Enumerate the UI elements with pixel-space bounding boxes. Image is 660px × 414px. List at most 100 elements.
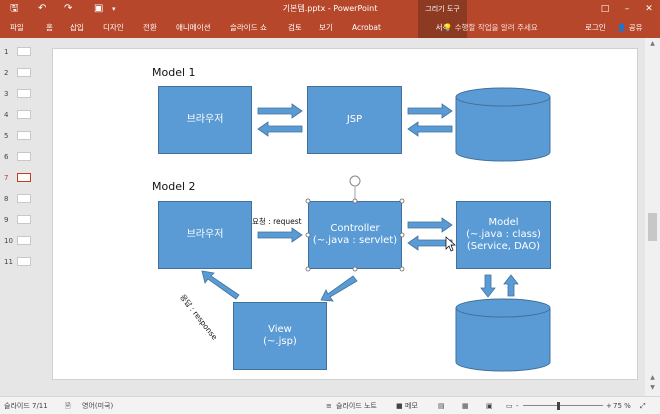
thumb-number: 5 [4, 132, 9, 140]
person-icon: 👤 [617, 23, 627, 32]
slideshow-view-icon[interactable]: ▭ [506, 402, 513, 410]
zoom-slider-knob[interactable] [557, 402, 560, 410]
thumb-number: 3 [4, 90, 9, 98]
thumb-number: 4 [4, 111, 9, 119]
thumb-preview [17, 257, 31, 266]
thumb-number: 2 [4, 69, 9, 77]
model-label-2: (~.java : class) [466, 229, 541, 240]
ribbon-tabs: 파일 홈 삽입 디자인 전환 애니메이션 슬라이드 쇼 검토 보기 Acroba… [0, 18, 660, 38]
slideshow-start-icon[interactable]: ▣ [94, 3, 104, 14]
model-label-1: Model [488, 217, 519, 228]
m1-db-label-wrap: DB [456, 102, 550, 154]
thumb-preview [17, 152, 31, 161]
thumb-preview [17, 131, 31, 140]
m1-jsp-box[interactable]: JSP [307, 86, 402, 154]
m1-browser-box[interactable]: 브라우저 [158, 86, 252, 154]
slide-thumb-4[interactable]: 4 [0, 107, 44, 123]
normal-view-icon[interactable]: ▤ [438, 402, 445, 410]
title-bar: 🖫 ↶ ↷ ▣ ▾ 기본템.pptx - PowerPoint 그리기 도구 □… [0, 0, 660, 18]
controller-label-2: (~.java : servlet) [312, 235, 398, 246]
customize-quick-access-icon[interactable]: ▾ [112, 5, 116, 13]
notes-icon[interactable]: ≡ [326, 402, 332, 410]
thumb-number: 8 [4, 195, 9, 203]
slide-thumb-2[interactable]: 2 [0, 65, 44, 81]
tab-design[interactable]: 디자인 [103, 23, 124, 32]
tab-slideshow[interactable]: 슬라이드 쇼 [230, 23, 267, 32]
scroll-up-icon[interactable]: ▲ [650, 40, 655, 47]
view-label-2: (~.jsp) [263, 336, 297, 347]
zoom-out-button[interactable]: - [516, 402, 519, 410]
thumb-preview [17, 173, 31, 182]
tab-animations[interactable]: 애니메이션 [176, 23, 211, 32]
tab-format[interactable]: 서식 [418, 18, 467, 38]
tab-review[interactable]: 검토 [288, 23, 302, 32]
m2-browser-box[interactable]: 브라우저 [158, 201, 252, 269]
zoom-slider[interactable] [523, 405, 603, 406]
slide-sorter-icon[interactable]: ▦ [462, 402, 469, 410]
minimize-icon[interactable]: – [624, 4, 630, 14]
m2-db-label: DB [495, 343, 511, 354]
prev-slide-icon[interactable]: ▲ [650, 374, 655, 381]
m1-browser-label: 브라우저 [186, 114, 224, 125]
slide-thumb-9[interactable]: 9 [0, 212, 44, 228]
comments-icon[interactable]: ■ [396, 402, 403, 410]
tab-transitions[interactable]: 전환 [143, 23, 157, 32]
request-label: 요청 : request [252, 217, 302, 226]
status-bar: 슬라이드 7/11 🗎 영어(미국) ≡ 슬라이드 노트 ■ 메모 ▤ ▦ ▣ … [0, 396, 660, 414]
thumb-preview [17, 89, 31, 98]
slide-thumb-3[interactable]: 3 [0, 86, 44, 102]
slide-thumb-6[interactable]: 6 [0, 149, 44, 165]
thumb-preview [17, 236, 31, 245]
save-icon[interactable]: 🖫 [10, 3, 19, 14]
spellcheck-icon[interactable]: 🗎 [65, 402, 71, 410]
tell-me-box[interactable]: 💡 수행할 작업을 알려 주세요 [443, 18, 538, 38]
model2-title: Model 2 [152, 180, 196, 193]
ribbon-display-options-icon[interactable]: □ [600, 4, 610, 14]
tab-insert[interactable]: 삽입 [70, 23, 84, 32]
thumb-number: 7 [4, 174, 9, 182]
m2-db-label-wrap: DB [456, 316, 550, 368]
m1-jsp-label: JSP [346, 114, 363, 125]
sign-in-link[interactable]: 로그인 [585, 23, 606, 32]
slide-thumb-7[interactable]: 7 [0, 170, 44, 186]
tell-me-text: 수행할 작업을 알려 주세요 [454, 23, 538, 32]
m1-db-label: DB [495, 130, 511, 141]
language-indicator[interactable]: 영어(미국) [82, 402, 114, 410]
tab-acrobat[interactable]: Acrobat [352, 23, 381, 32]
undo-icon[interactable]: ↶ [38, 3, 47, 14]
slide-thumb-5[interactable]: 5 [0, 128, 44, 144]
comments-button[interactable]: 메모 [405, 402, 418, 410]
view-box[interactable]: View (~.jsp) [233, 302, 327, 370]
fit-to-window-icon[interactable]: ⤢ [640, 402, 646, 410]
contextual-group-label: 그리기 도구 [418, 0, 467, 18]
thumb-number: 11 [4, 258, 13, 266]
slide-thumb-1[interactable]: 1 [0, 44, 44, 60]
scrollbar-thumb[interactable] [648, 213, 657, 241]
thumb-number: 1 [4, 48, 9, 56]
thumb-preview [17, 47, 31, 56]
thumb-number: 6 [4, 153, 9, 161]
slide-thumb-10[interactable]: 10 [0, 233, 44, 249]
slide-thumb-8[interactable]: 8 [0, 191, 44, 207]
zoom-in-button[interactable]: + [606, 402, 612, 410]
tab-view[interactable]: 보기 [319, 23, 333, 32]
next-slide-icon[interactable]: ▼ [650, 384, 655, 391]
share-label: 공유 [628, 23, 643, 32]
tab-home[interactable]: 홈 [46, 23, 53, 32]
redo-icon[interactable]: ↷ [64, 3, 73, 14]
share-button[interactable]: 👤 공유 [617, 18, 643, 38]
vertical-scrollbar[interactable]: ▲ ▲ ▼ [645, 38, 660, 396]
model-label-3: (Service, DAO) [466, 241, 541, 252]
thumb-preview [17, 215, 31, 224]
controller-label-1: Controller [330, 223, 380, 234]
slide-thumb-11[interactable]: 11 [0, 254, 44, 270]
view-label-1: View [268, 324, 292, 335]
notes-button[interactable]: 슬라이드 노트 [336, 402, 377, 410]
tab-file[interactable]: 파일 [10, 23, 24, 32]
controller-box[interactable]: Controller (~.java : servlet) [308, 201, 402, 269]
close-icon[interactable]: ✕ [645, 4, 653, 14]
lightbulb-icon: 💡 [443, 23, 453, 32]
model-box[interactable]: Model (~.java : class) (Service, DAO) [456, 201, 551, 269]
reading-view-icon[interactable]: ▣ [486, 402, 493, 410]
zoom-level[interactable]: 75 % [613, 402, 631, 410]
